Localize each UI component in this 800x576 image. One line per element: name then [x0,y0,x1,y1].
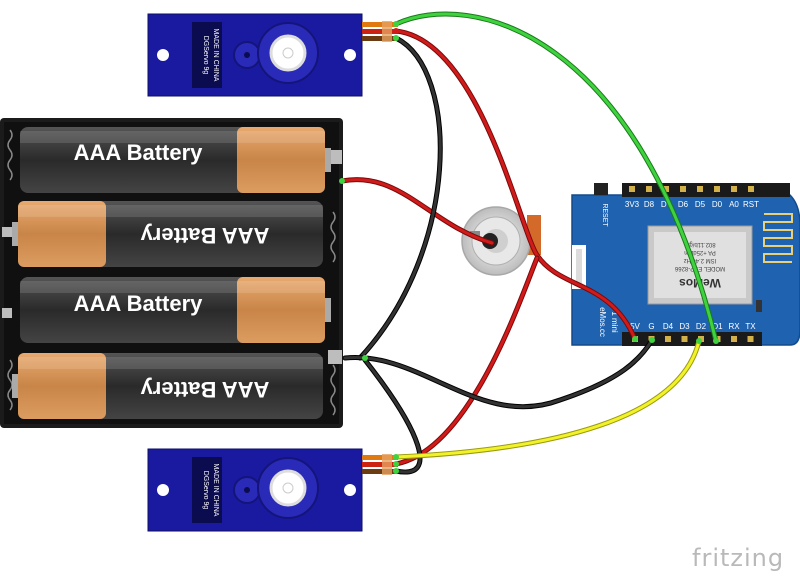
top-pin-label-7: RST [743,200,759,209]
wire-black-top [357,35,443,361]
bottom-pin-label-7: TX [745,322,756,331]
chip-line2: PA +25dBm [684,249,715,255]
wire-red-bottom [393,255,540,467]
servo-bottom-made-in: MADE IN CHINA [212,464,219,517]
top-pin-label-4: D5 [695,200,706,209]
battery-cell-4-label: AAA Battery [140,377,270,402]
battery-cell-1-label: AAA Battery [74,140,204,165]
bottom-pin-3 [681,336,688,342]
battery-cell-2: AAA Battery [12,201,323,267]
bottom-pin-labels: 5V G D4 D3 D2 D1 RX TX [630,322,756,342]
bottom-pin-6 [731,336,737,342]
servo-bottom-model: DGServo 9g [202,471,209,510]
battery-cell-4: AAA Battery [12,353,323,419]
bottom-pin-label-0: 5V [630,322,640,331]
fritzing-logo: fritzing [692,544,784,572]
board-name-label: 1 mini [610,311,619,333]
board-reset-label: RESET [601,203,608,227]
wemos-d1-mini: WeMos MODEL ESP-8266 ISM 2.4GHz PA +25dB… [571,183,800,346]
bottom-pin-label-6: RX [728,322,740,331]
top-pin-label-2: D7 [661,200,672,209]
wires [339,11,719,475]
top-pin-labels: 3V3 D8 D7 D6 D5 D0 A0 RST [625,186,759,209]
bottom-pin-2 [665,336,671,342]
bottom-pin-label-3: D3 [679,322,690,331]
top-pin-6 [731,186,737,192]
top-pin-5 [714,186,720,192]
chip-line1: ISM 2.4GHz [684,257,717,263]
servo-top-made-in: MADE IN CHINA [212,29,219,82]
bottom-pin-label-4: D2 [696,322,707,331]
servo-top: DGServo 9g MADE IN CHINA [147,13,398,97]
servo-bottom: DGServo 9g MADE IN CHINA [147,448,398,532]
top-pin-3 [680,186,686,192]
top-pin-7 [748,186,754,192]
bottom-pin-label-5: D1 [712,322,723,331]
bottom-pin-label-1: G [648,322,654,331]
battery-cell-3: AAA Battery [20,277,331,343]
bottom-pin-label-2: D4 [663,322,674,331]
bottom-pin-7 [747,336,754,342]
top-pin-label-3: D6 [678,200,689,209]
battery-pack: AAA Battery AAA Battery AAA Battery AAA … [0,118,343,428]
top-pin-4 [697,186,703,192]
servo-top-model: DGServo 9g [202,36,209,75]
chip-model: MODEL ESP-8266 [674,265,725,271]
top-pin-0 [629,186,635,192]
top-pin-label-6: A0 [729,200,739,209]
battery-cell-1: AAA Battery [20,127,331,193]
top-pin-label-0: 3V3 [625,200,640,209]
battery-cell-3-label: AAA Battery [74,291,204,316]
battery-cell-2-label: AAA Battery [140,223,270,248]
top-pin-label-1: D8 [644,200,655,209]
board-site-label: eMos.cc [598,307,607,337]
potentiometer [461,206,541,276]
top-pin-label-5: D0 [712,200,723,209]
top-pin-1 [646,186,652,192]
top-pin-2 [663,186,669,192]
chip-line3: 802.11b/g/n [684,241,715,247]
